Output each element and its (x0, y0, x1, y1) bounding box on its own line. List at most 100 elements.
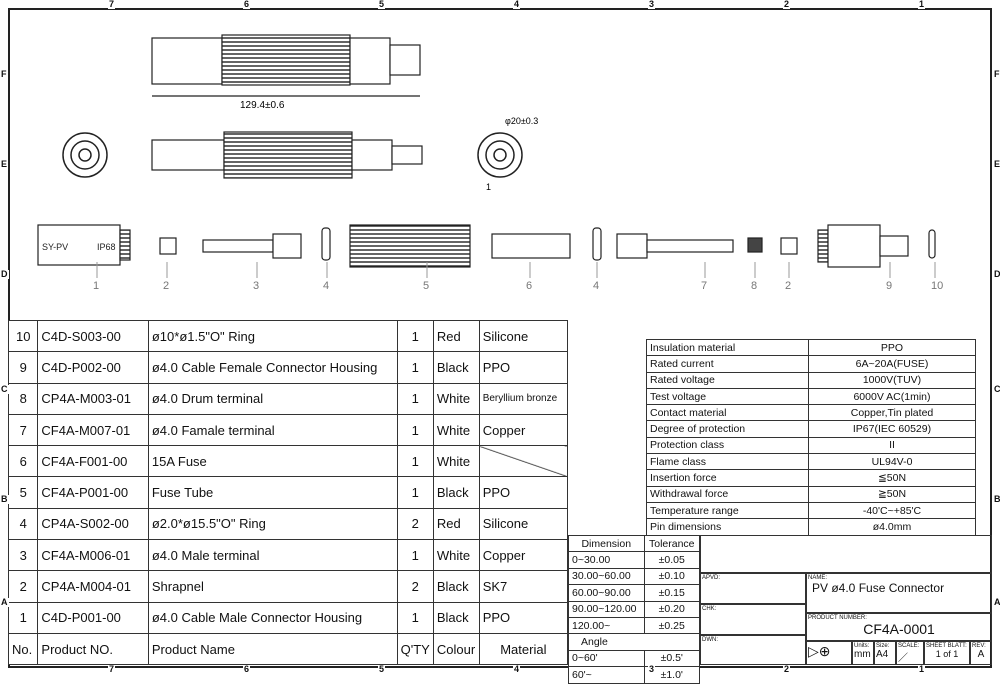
part-label: 1 (93, 280, 99, 292)
product-no-cell: CF4A-F001-00 (37, 445, 149, 478)
tolerance-row: 60.00~90.00±0.15 (568, 584, 701, 602)
tolerance-row: 90.00~120.00±0.20 (568, 600, 701, 618)
tolerance-value: ±0.20 (643, 600, 701, 618)
spec-key: Flame class (646, 453, 809, 471)
name-box: NAME: PV ø4.0 Fuse Connector (806, 573, 992, 613)
product-no-cell: CF4A-M006-01 (37, 539, 149, 572)
zone-marker-right: C (993, 384, 1000, 394)
tolerance-value: ±0.25 (643, 616, 701, 635)
colour-cell: Black (432, 601, 480, 634)
header-qty: Q'TY (396, 632, 434, 666)
no-cell: 3 (7, 539, 39, 572)
product-number: CF4A-0001 (863, 621, 935, 637)
part-label: 4 (593, 280, 599, 292)
dwn-field: DWN: (700, 635, 806, 665)
qty-cell: 1 (396, 382, 434, 415)
spec-value: PPO (808, 338, 976, 357)
zone-marker-right: A (993, 597, 1000, 607)
part-label: 6 (526, 280, 532, 292)
product-no-cell: CP4A-M003-01 (37, 382, 149, 415)
product-name-cell: ø4.0 Cable Male Connector Housing (147, 601, 398, 634)
spec-value: 6A~20A(FUSE) (808, 355, 976, 373)
units-box: Units:mm (852, 641, 874, 665)
spec-value: II (808, 436, 976, 455)
material-cell: Copper (478, 539, 569, 572)
colour-cell: Black (432, 476, 480, 509)
dimension-range: 120.00~ (568, 616, 645, 635)
product-name-cell: ø4.0 Male terminal (147, 539, 398, 572)
no-cell: 4 (7, 507, 39, 541)
product-name-cell: ø4.0 Cable Female Connector Housing (147, 351, 398, 384)
dimension-range: 30.00~60.00 (568, 567, 645, 586)
apvd-field: APVD: (700, 573, 806, 604)
product-name-cell: ø4.0 Famale terminal (147, 413, 398, 447)
product-name-cell: Shrapnel (147, 570, 398, 603)
qty-cell: 1 (396, 539, 434, 572)
product-name-cell: 15A Fuse (147, 445, 398, 478)
colour-cell: White (432, 445, 480, 478)
header-material: Material (478, 632, 569, 666)
size-label: Size: (876, 643, 890, 649)
spec-key: Withdrawal force (646, 485, 809, 503)
part-label: 2 (785, 280, 791, 292)
header-product-no: Product NO. (37, 632, 149, 666)
dimension-range: 90.00~120.00 (568, 600, 645, 618)
qty-cell: 1 (396, 319, 434, 353)
sheet: 1 of 1 (935, 649, 959, 659)
spec-key: Degree of protection (646, 420, 809, 438)
spec-value: IP67(IEC 60529) (808, 420, 976, 438)
length-dimension: 129.4±0.6 (240, 100, 285, 111)
name-label: NAME: (808, 575, 828, 581)
end-callout: 1 (486, 182, 491, 192)
no-cell: 10 (7, 319, 39, 353)
spec-row: Withdrawal force≧50N (646, 485, 976, 503)
tolerance-header: Tolerance (643, 534, 701, 553)
spec-key: Rated current (646, 355, 809, 373)
spec-value: Copper,Tin plated (808, 404, 976, 422)
product-no-cell: CP4A-M004-01 (37, 570, 149, 603)
rev-box: REV:A (970, 641, 992, 665)
spec-value: -40'C~+85'C (808, 501, 976, 520)
angle-row: 0~60'±0.5' (568, 649, 701, 668)
rev: A (977, 649, 985, 660)
product-name: PV ø4.0 Fuse Connector (812, 581, 945, 595)
tolerance-row: 30.00~60.00±0.10 (568, 567, 701, 586)
product-no-cell: CF4A-M007-01 (37, 413, 149, 447)
sheet-label: SHEET BLATT: (926, 643, 967, 649)
no-cell: 5 (7, 476, 39, 509)
material-cell (478, 445, 569, 478)
no-cell: 9 (7, 351, 39, 384)
projection-symbol-icon: ▷⊕ (806, 641, 852, 665)
scale-slash-icon: ／ (898, 653, 908, 664)
material-cell: Beryllium bronze (478, 382, 569, 415)
rev-label: REV: (972, 643, 986, 649)
exploded-parts (37, 224, 936, 268)
part-label: 3 (253, 280, 259, 292)
tolerance-value: ±0.10 (643, 567, 701, 586)
scale-label: SCALE: (898, 643, 920, 649)
spec-key: Pin dimensions (646, 518, 809, 536)
end-view-right (477, 132, 523, 178)
colour-cell: White (432, 382, 480, 415)
qty-cell: 1 (396, 445, 434, 478)
diameter-dimension: φ20±0.3 (505, 116, 538, 126)
tolerance-row: 120.00~±0.25 (568, 616, 701, 635)
material-cell: Silicone (478, 319, 569, 353)
